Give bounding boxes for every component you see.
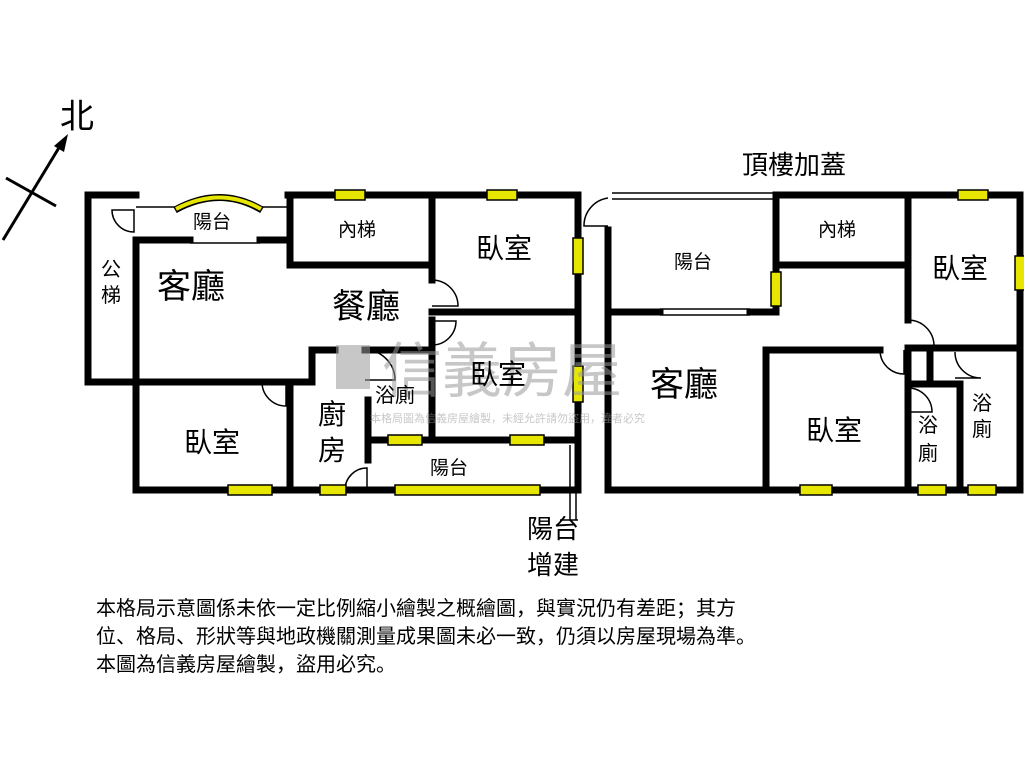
label-balcony-bottom: 陽台	[430, 457, 468, 479]
label-public-stairs-1: 公	[101, 257, 121, 281]
rooftop-thin-lines	[612, 192, 776, 316]
label-dining-room: 餐廳	[332, 287, 400, 327]
disclaimer-line-3: 本圖為信義房屋繪製，盜用必究。	[96, 652, 396, 676]
label-rooftop-balcony: 陽台	[674, 251, 712, 273]
first-floor-windows	[227, 189, 584, 496]
label-bedroom-e: 臥室	[470, 358, 526, 391]
watermark-brand: 信義房屋	[382, 337, 622, 407]
label-bedroom-sw: 臥室	[184, 426, 240, 459]
label-bedroom-ne: 臥室	[476, 232, 532, 265]
label-balcony-ext-1: 陽台	[527, 515, 579, 545]
first-floor-doors	[111, 209, 459, 491]
label-rooftop-bathroom-2b: 廁	[972, 417, 992, 441]
label-rooftop-bedroom-ne: 臥室	[932, 252, 988, 285]
label-rooftop-living-room: 客廳	[650, 365, 718, 405]
label-living-room: 客廳	[157, 267, 225, 307]
label-rooftop-bathroom-2a: 浴	[972, 391, 992, 415]
label-rooftop-bathroom-1a: 浴	[918, 413, 938, 437]
rooftop-title: 頂樓加蓋	[742, 151, 846, 181]
label-balcony-top: 陽台	[193, 211, 231, 233]
disclaimer-line-1: 本格局示意圖係未依一定比例縮小繪製之概繪圖，與實況仍有差距；其方	[96, 596, 736, 620]
label-rooftop-inner-stairs: 內梯	[818, 219, 856, 241]
label-rooftop-bathroom-1b: 廁	[918, 441, 938, 465]
first-floor-thin-lines	[136, 206, 578, 521]
watermark: 信義房屋 本格局圖為信義房屋繪製，未經允許請勿盜用，違者必究	[336, 337, 645, 425]
label-kitchen-1: 廚	[318, 398, 346, 431]
label-rooftop-bedroom-s: 臥室	[806, 414, 862, 447]
label-public-stairs-2: 梯	[101, 283, 121, 307]
compass-north-label: 北	[60, 97, 94, 137]
label-inner-stairs: 內梯	[338, 219, 376, 241]
north-compass: 北	[1, 97, 94, 241]
disclaimer-line-2: 位、格局、形狀等與地政機關測量成果圖未必一致，仍須以房屋現場為準。	[96, 624, 756, 648]
rooftop-windows	[770, 189, 1024, 496]
label-kitchen-2: 房	[318, 434, 346, 467]
label-bathroom: 浴廁	[375, 383, 415, 407]
disclaimer: 本格局示意圖係未依一定比例縮小繪製之概繪圖，與實況仍有差距；其方 位、格局、形狀…	[96, 594, 956, 678]
rooftop-doors	[583, 197, 982, 413]
watermark-caption: 本格局圖為信義房屋繪製，未經允許請勿盜用，違者必究	[370, 411, 645, 425]
label-balcony-ext-2: 增建	[527, 551, 579, 581]
